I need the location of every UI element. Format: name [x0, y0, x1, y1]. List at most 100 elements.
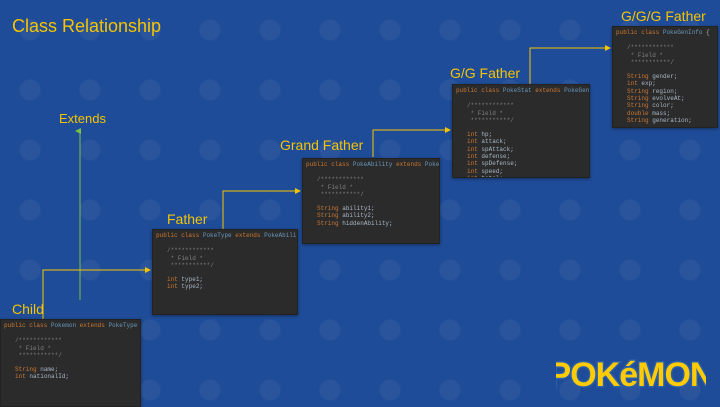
comment-line: ***********/ — [15, 352, 62, 359]
field-type: String — [317, 220, 339, 227]
keyword-extends: extends — [235, 232, 260, 239]
pokemon-logo: POKéMON — [556, 346, 706, 396]
arrow-child-father — [43, 270, 150, 320]
comment-line: * Field * — [15, 345, 51, 352]
keyword-class: class — [481, 87, 499, 94]
field-line: String hiddenAbility; — [303, 220, 439, 227]
class-declaration: public class PokeType extends PokeAbilit… — [153, 230, 297, 241]
comment-line: * Field * — [167, 255, 203, 262]
field-name: type1; — [181, 276, 203, 283]
class-declaration: public class PokeStat extends PokeGenInf… — [453, 85, 589, 96]
field-type: String — [627, 117, 649, 124]
keyword-public: public — [306, 161, 328, 168]
comment-line: ***********/ — [317, 191, 364, 198]
field-line: int type2; — [153, 283, 297, 290]
field-line: int spAttack; — [453, 146, 589, 153]
field-line: String region; — [613, 88, 717, 95]
field-name: spDefense; — [481, 160, 517, 167]
code-box-child: public class Pokemon extends PokeType { /… — [0, 319, 141, 407]
field-line: int nationalId; — [1, 373, 140, 380]
keyword-public: public — [4, 322, 26, 329]
field-type: int — [467, 160, 478, 167]
field-name: type2; — [181, 283, 203, 290]
keyword-class: class — [181, 232, 199, 239]
field-type: int — [467, 131, 478, 138]
keyword-public: public — [616, 29, 638, 36]
field-type: int — [467, 146, 478, 153]
keyword-public: public — [456, 87, 478, 94]
field-type: String — [317, 205, 339, 212]
field-line: int attack; — [453, 138, 589, 145]
comment-line: ***********/ — [627, 59, 674, 66]
field-name: hp; — [481, 131, 492, 138]
keyword-class: class — [331, 161, 349, 168]
field-line: int exp; — [613, 80, 717, 87]
field-name: hiddenAbility; — [342, 220, 392, 227]
field-name: speed; — [481, 168, 503, 175]
field-line: String ability1; — [303, 205, 439, 212]
field-type: String — [317, 212, 339, 219]
field-name: generation; — [652, 117, 692, 124]
field-name: gender; — [652, 73, 677, 80]
field-line: String generation; — [613, 117, 717, 124]
field-line: int speed; — [453, 168, 589, 175]
parent-class-name: PokeStat — [425, 161, 440, 168]
class-name: PokeStat — [503, 87, 532, 94]
comment-line: /************ — [317, 176, 364, 183]
comment-line: /************ — [627, 44, 674, 51]
parent-class-name: PokeType — [109, 322, 138, 329]
class-declaration: public class PokeGenInfo { — [613, 27, 717, 38]
class-declaration: public class PokeAbility extends PokeSta… — [303, 159, 439, 170]
comment-line: /************ — [15, 337, 62, 344]
field-type: String — [627, 88, 649, 95]
class-declaration: public class Pokemon extends PokeType { — [1, 320, 140, 331]
keyword-extends: extends — [535, 87, 560, 94]
arrow-grandfather-ggfather — [373, 130, 450, 157]
field-name: mass; — [652, 110, 670, 117]
class-name: Pokemon — [51, 322, 76, 329]
field-type: double — [627, 110, 649, 117]
field-name: evolveAt; — [652, 95, 684, 102]
field-type: int — [467, 175, 478, 178]
field-type: String — [15, 366, 37, 373]
arrow-father-grandfather — [223, 191, 300, 229]
keyword-class: class — [29, 322, 47, 329]
class-name: PokeGenInfo — [663, 29, 703, 36]
field-line: int total; — [453, 175, 589, 178]
field-line: String color; — [613, 102, 717, 109]
parent-class-name: PokeGenInfo — [564, 87, 590, 94]
comment-line: * Field * — [627, 52, 663, 59]
field-type: String — [627, 73, 649, 80]
field-line: int hp; — [453, 131, 589, 138]
field-type: String — [627, 102, 649, 109]
field-type: int — [467, 168, 478, 175]
comment-line: * Field * — [317, 184, 353, 191]
arrow-ggfather-gggfather — [530, 48, 610, 84]
code-box-father: public class PokeType extends PokeAbilit… — [152, 229, 298, 315]
field-name: ability1; — [342, 205, 374, 212]
field-name: spAttack; — [481, 146, 513, 153]
field-line: int spDefense; — [453, 160, 589, 167]
keyword-public: public — [156, 232, 178, 239]
field-type: int — [467, 153, 478, 160]
field-name: color; — [652, 102, 674, 109]
keyword-class: class — [641, 29, 659, 36]
field-name: name; — [40, 366, 58, 373]
field-type: int — [15, 373, 26, 380]
field-type: int — [167, 283, 178, 290]
field-name: ability2; — [342, 212, 374, 219]
field-name: total; — [481, 175, 503, 178]
field-type: int — [627, 80, 638, 87]
comment-line: /************ — [167, 247, 214, 254]
field-name: nationalId; — [29, 373, 69, 380]
field-line: String name; — [1, 366, 140, 373]
code-box-ggg-father: public class PokeGenInfo {/************ … — [612, 26, 718, 128]
keyword-extends: extends — [396, 161, 421, 168]
pokemon-logo-text: POKéMON — [556, 356, 706, 394]
field-name: region; — [652, 88, 677, 95]
code-box-gg-father: public class PokeStat extends PokeGenInf… — [452, 84, 590, 178]
comment-line: * Field * — [467, 110, 503, 117]
class-name: PokeType — [203, 232, 232, 239]
open-brace: { — [706, 29, 710, 36]
field-name: exp; — [641, 80, 655, 87]
